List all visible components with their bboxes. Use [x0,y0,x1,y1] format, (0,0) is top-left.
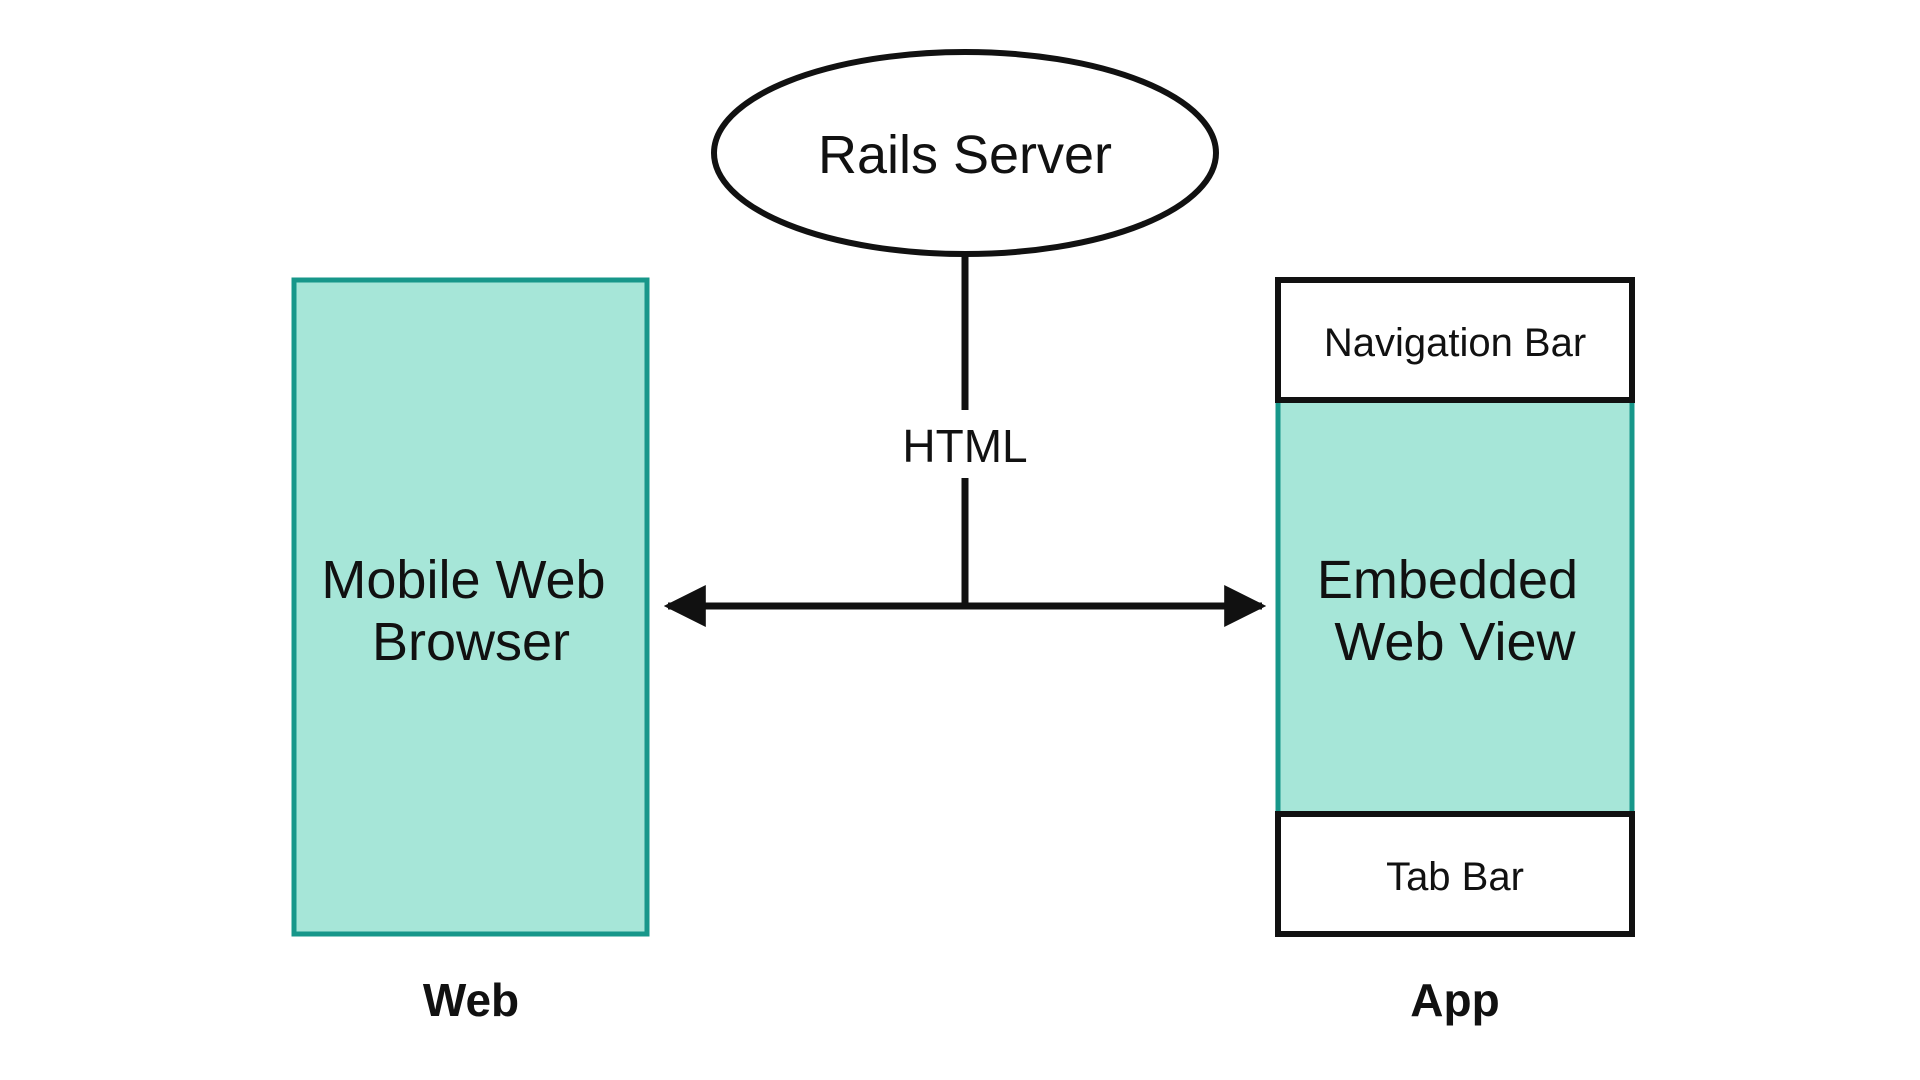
mobile-web-browser-panel [291,277,650,937]
web-caption: Web [423,974,519,1026]
navigation-bar-box [1275,277,1635,403]
mobile-web-browser-label-line2: Browser [372,612,570,672]
mobile-web-browser-label-line1: Mobile Web [321,550,605,610]
tab-bar-box [1275,811,1635,937]
embedded-web-view-label-line2: Web View [1334,612,1576,672]
tab-bar-label: Tab Bar [1386,855,1524,899]
mobile-web-browser-label: Mobile Web Browser [321,550,620,672]
embedded-web-view-label-line1: Embedded [1317,550,1578,610]
rails-server-label: Rails Server [818,125,1112,185]
html-connector-label: HTML [902,420,1027,472]
embedded-web-view-label: Embedded Web View [1317,550,1593,672]
navigation-bar-label: Navigation Bar [1324,321,1586,365]
app-caption: App [1410,974,1499,1026]
